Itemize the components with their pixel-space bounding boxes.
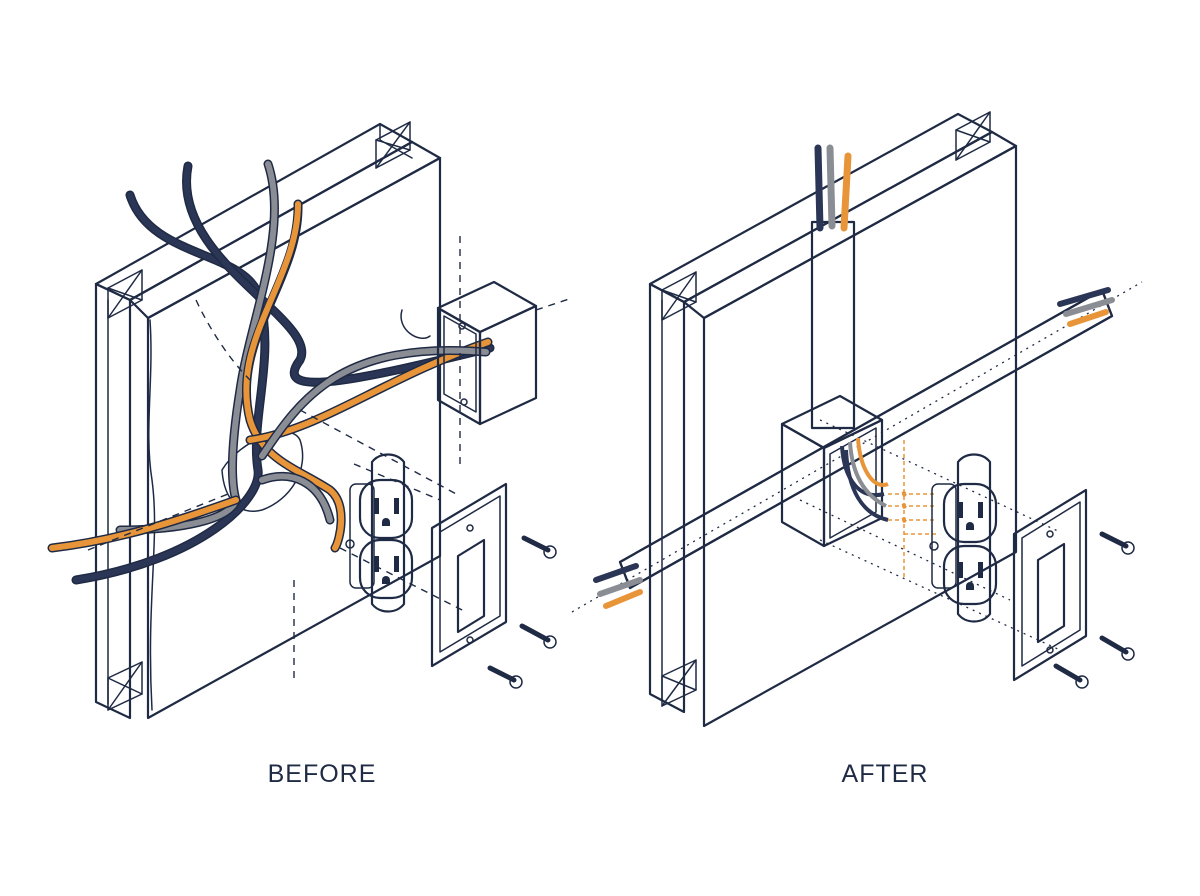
flexible-conduit-vertical: [810, 144, 856, 430]
before-wall-frame: [94, 121, 442, 720]
junction-box-icon: [436, 280, 538, 426]
before-scene: [47, 121, 573, 720]
before-label: BEFORE: [267, 760, 377, 788]
duplex-outlet-after-icon: [929, 453, 998, 623]
flexible-conduit-icon: [593, 287, 1115, 609]
after-guide-lines: [571, 281, 1143, 651]
screw-after-icon: [1053, 531, 1135, 689]
cover-plate-icon: [430, 482, 508, 668]
junction-box-after-icon: [780, 394, 889, 548]
duplex-outlet-icon: [345, 453, 414, 613]
connection-lines: [888, 440, 936, 578]
after-label: AFTER: [841, 760, 929, 788]
messy-wires: [47, 159, 495, 585]
after-scene: [571, 111, 1143, 728]
cover-plate-after-icon: [1012, 488, 1088, 682]
screw-icon: [487, 535, 557, 689]
after-wall-frame: [648, 111, 1018, 728]
